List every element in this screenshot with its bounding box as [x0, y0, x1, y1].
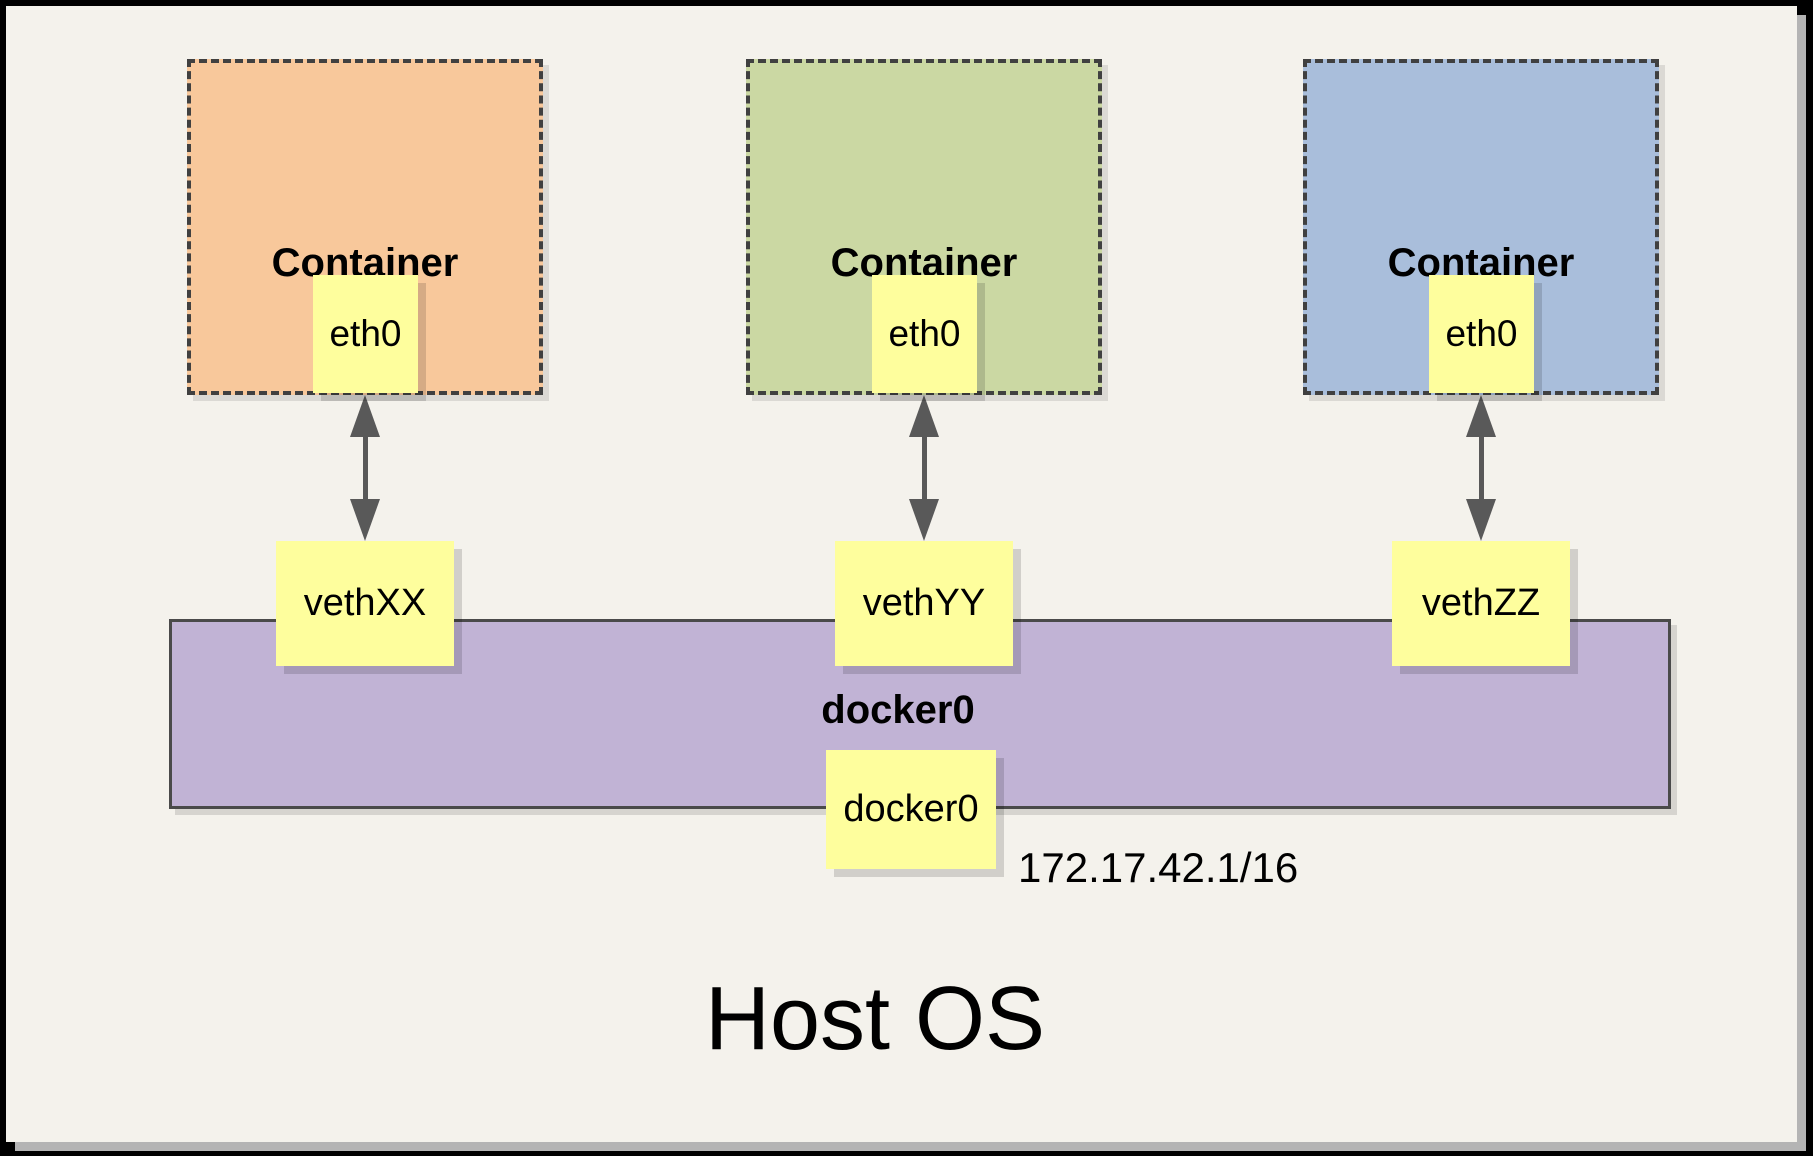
arrow-up-head-icon — [1466, 395, 1496, 437]
vethxx-box: vethXX — [276, 541, 454, 666]
eth0-label-1: eth0 — [329, 313, 402, 354]
veth-connection-arrow-1 — [350, 395, 380, 541]
docker0-ip-address: 172.17.42.1/16 — [1018, 844, 1299, 891]
vethzz-label: vethZZ — [1421, 582, 1541, 624]
veth-connection-arrow-3 — [1466, 395, 1496, 541]
arrow-down-head-icon — [909, 499, 939, 541]
eth0-box-2: eth0 — [872, 275, 977, 393]
veth-connection-arrow-2 — [909, 395, 939, 541]
host-panel: docker0 Container eth0 vethXX Container … — [6, 6, 1797, 1142]
eth0-box-3: eth0 — [1429, 275, 1534, 393]
arrow-up-head-icon — [909, 395, 939, 437]
arrow-down-head-icon — [350, 499, 380, 541]
docker0-bridge-label: docker0 — [821, 688, 975, 732]
vethxx-label: vethXX — [303, 582, 427, 624]
docker0-interface-box: docker0 — [826, 750, 996, 869]
arrow-up-head-icon — [350, 395, 380, 437]
vethzz-box: vethZZ — [1392, 541, 1570, 666]
arrow-shaft — [362, 437, 368, 499]
eth0-label-2: eth0 — [888, 313, 961, 354]
arrow-shaft — [921, 437, 927, 499]
eth0-box-1: eth0 — [313, 275, 418, 393]
container-box-3: Container — [1303, 59, 1659, 395]
docker0-interface-label: docker0 — [843, 788, 979, 830]
vethyy-box: vethYY — [835, 541, 1013, 666]
host-os-title: Host OS — [704, 969, 1046, 1069]
vethyy-label: vethYY — [862, 582, 986, 624]
arrow-down-head-icon — [1466, 499, 1496, 541]
eth0-label-3: eth0 — [1445, 313, 1518, 354]
arrow-shaft — [1478, 437, 1484, 499]
